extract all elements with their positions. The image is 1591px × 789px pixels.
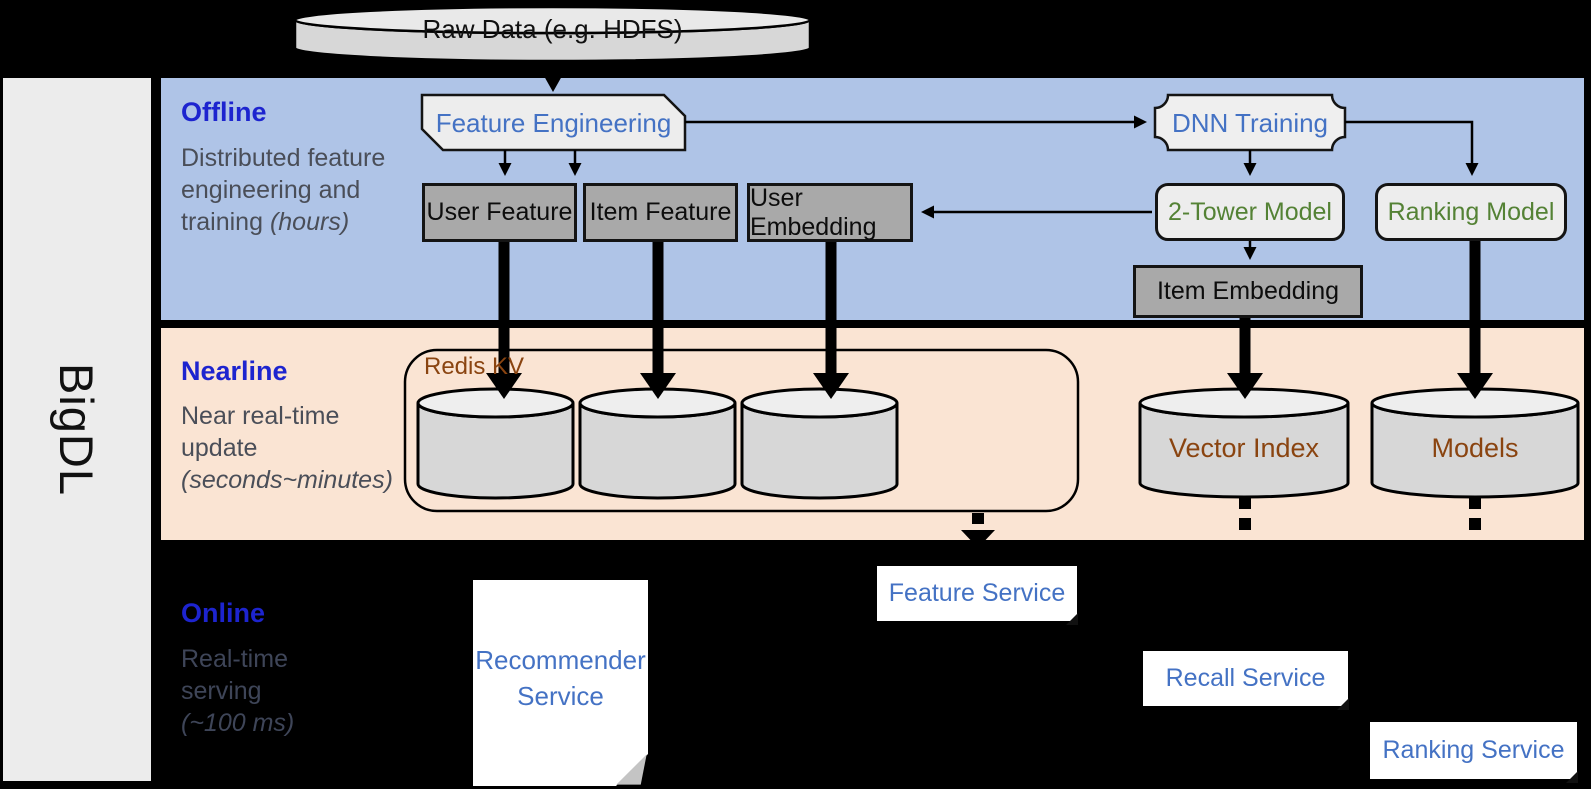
offline-section-desc: Distributed feature engineering and trai… xyxy=(181,142,386,238)
redis-cylinder-1 xyxy=(416,387,575,500)
ranking-service-box: Ranking Service xyxy=(1370,722,1578,783)
dashed-arrow-redis-to-featureservice xyxy=(961,513,995,548)
redis-cylinder-3 xyxy=(740,387,899,500)
nearline-section-label: Nearline xyxy=(181,356,288,386)
offline-section-label: Offline xyxy=(181,97,267,127)
ranking-model-box: Ranking Model xyxy=(1375,183,1567,241)
online-desc-text: Real-time serving xyxy=(181,645,288,705)
feature-engineering-label: Feature Engineering xyxy=(435,108,672,138)
nearline-desc-paren: (seconds~minutes) xyxy=(181,466,393,494)
dnn-training-shape xyxy=(1153,93,1347,152)
feature-engineering-shape xyxy=(420,93,687,152)
nearline-section-desc: Near real-time update (seconds~minutes) xyxy=(181,400,416,496)
feature-service-fold-corner xyxy=(1066,613,1078,625)
online-section-desc: Real-time serving (~100 ms) xyxy=(181,643,331,739)
redis-kv-container xyxy=(403,348,1080,513)
models-label: Models xyxy=(1431,432,1519,463)
raw-data-cylinder xyxy=(293,5,812,63)
online-desc-paren: (~100 ms) xyxy=(181,709,295,737)
user-feature-box: User Feature xyxy=(422,183,577,242)
recommender-service-label: Recommender Service xyxy=(475,645,646,711)
two-tower-model-box: 2-Tower Model xyxy=(1155,183,1345,241)
user-embedding-box: User Embedding xyxy=(747,183,913,242)
online-section-label: Online xyxy=(181,598,266,628)
redis-kv-label: Redis KV xyxy=(424,353,525,380)
recall-service-label: Recall Service xyxy=(1165,664,1326,692)
redis-cylinder-2 xyxy=(578,387,737,500)
recall-service-box: Recall Service xyxy=(1143,651,1349,710)
ranking-service-fold-corner xyxy=(1566,771,1578,783)
recommender-service-doc: Recommender Service xyxy=(473,580,648,786)
vector-index-cylinder xyxy=(1138,387,1350,499)
bigdl-sidebar: BigDL xyxy=(3,78,151,781)
recall-service-fold-corner xyxy=(1337,698,1349,710)
raw-data-label: Raw Data (e.g. HDFS) xyxy=(422,13,683,44)
models-cylinder xyxy=(1370,387,1580,499)
vector-index-label: Vector Index xyxy=(1168,432,1320,463)
ranking-service-label: Ranking Service xyxy=(1382,736,1565,764)
item-feature-box: Item Feature xyxy=(583,183,738,242)
offline-desc-paren: (hours) xyxy=(269,208,350,236)
item-embedding-box: Item Embedding xyxy=(1133,265,1363,318)
feature-service-box: Feature Service xyxy=(877,566,1078,625)
nearline-desc-text: Near real-time update xyxy=(181,402,340,462)
arrow-dnn-to-rankingmodel xyxy=(1345,120,1479,176)
feature-service-label: Feature Service xyxy=(888,579,1066,607)
dnn-training-label: DNN Training xyxy=(1171,108,1329,138)
offline-desc-text: Distributed feature engineering and trai… xyxy=(181,144,386,236)
